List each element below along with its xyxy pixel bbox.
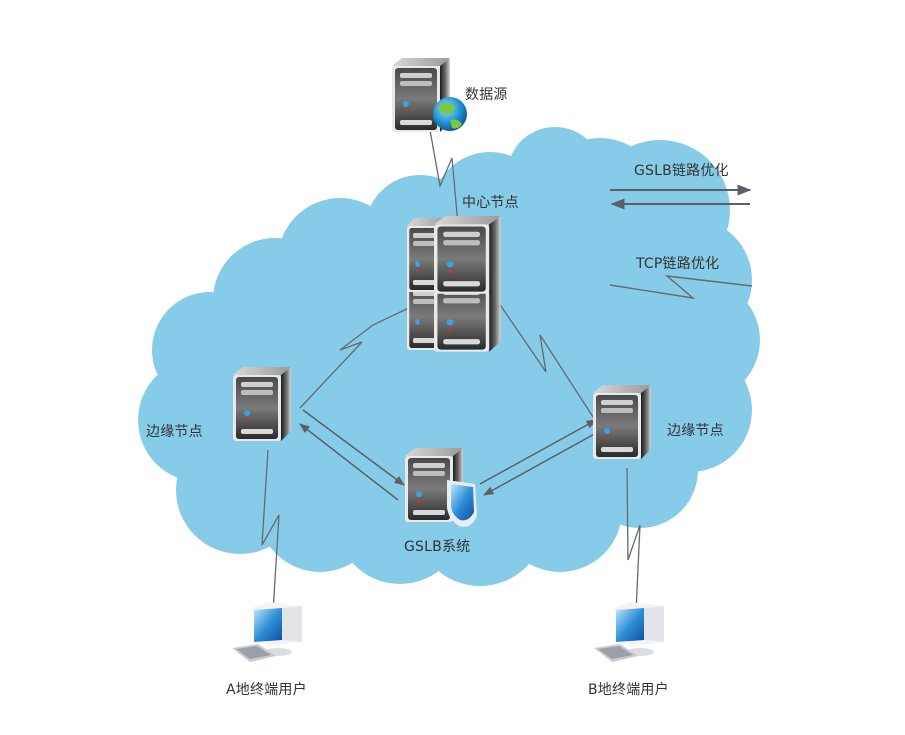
globe-icon — [433, 97, 467, 131]
computer-icon — [232, 602, 302, 662]
gslb-node — [405, 448, 477, 527]
edge-node-right — [593, 385, 651, 459]
link-center-edge-right — [489, 289, 596, 421]
gslb-system-label: GSLB系统 — [404, 539, 471, 555]
edge-node-left — [233, 367, 291, 441]
server-cluster-icon — [407, 216, 501, 352]
link-datasource-center — [429, 129, 459, 226]
link-center-edge-left — [299, 304, 416, 409]
arrow-gslb-to-edge-right — [479, 419, 597, 485]
legend — [609, 184, 753, 300]
link-edge-left-user-a — [261, 449, 280, 613]
arrow-gslb-to-edge-left — [299, 423, 399, 501]
connections — [261, 129, 641, 613]
user-b-label: B地终端用户 — [588, 682, 669, 698]
legend-gslb-label: GSLB链路优化 — [634, 163, 729, 179]
data-source-label: 数据源 — [465, 87, 508, 103]
arrow-edge-right-to-gslb — [483, 431, 599, 496]
legend-tcp-label: TCP链路优化 — [636, 256, 720, 272]
data-source-node — [392, 58, 467, 132]
computer-icon — [594, 602, 664, 662]
server-icon — [593, 385, 651, 459]
user-a-label: A地终端用户 — [226, 682, 307, 698]
center-node — [407, 216, 501, 352]
user-b-node — [594, 602, 664, 662]
cloud-lobe — [507, 127, 603, 223]
shield-icon — [447, 480, 477, 527]
arrow-edge-left-to-gslb — [302, 409, 405, 486]
server-icon — [233, 367, 291, 441]
link-edge-right-user-b — [626, 467, 641, 613]
edge-node-left-label: 边缘节点 — [146, 424, 203, 440]
edge-node-right-label: 边缘节点 — [667, 423, 724, 439]
user-a-node — [232, 602, 302, 662]
legend-tcp-lightning — [609, 275, 753, 300]
center-node-label: 中心节点 — [462, 195, 519, 211]
